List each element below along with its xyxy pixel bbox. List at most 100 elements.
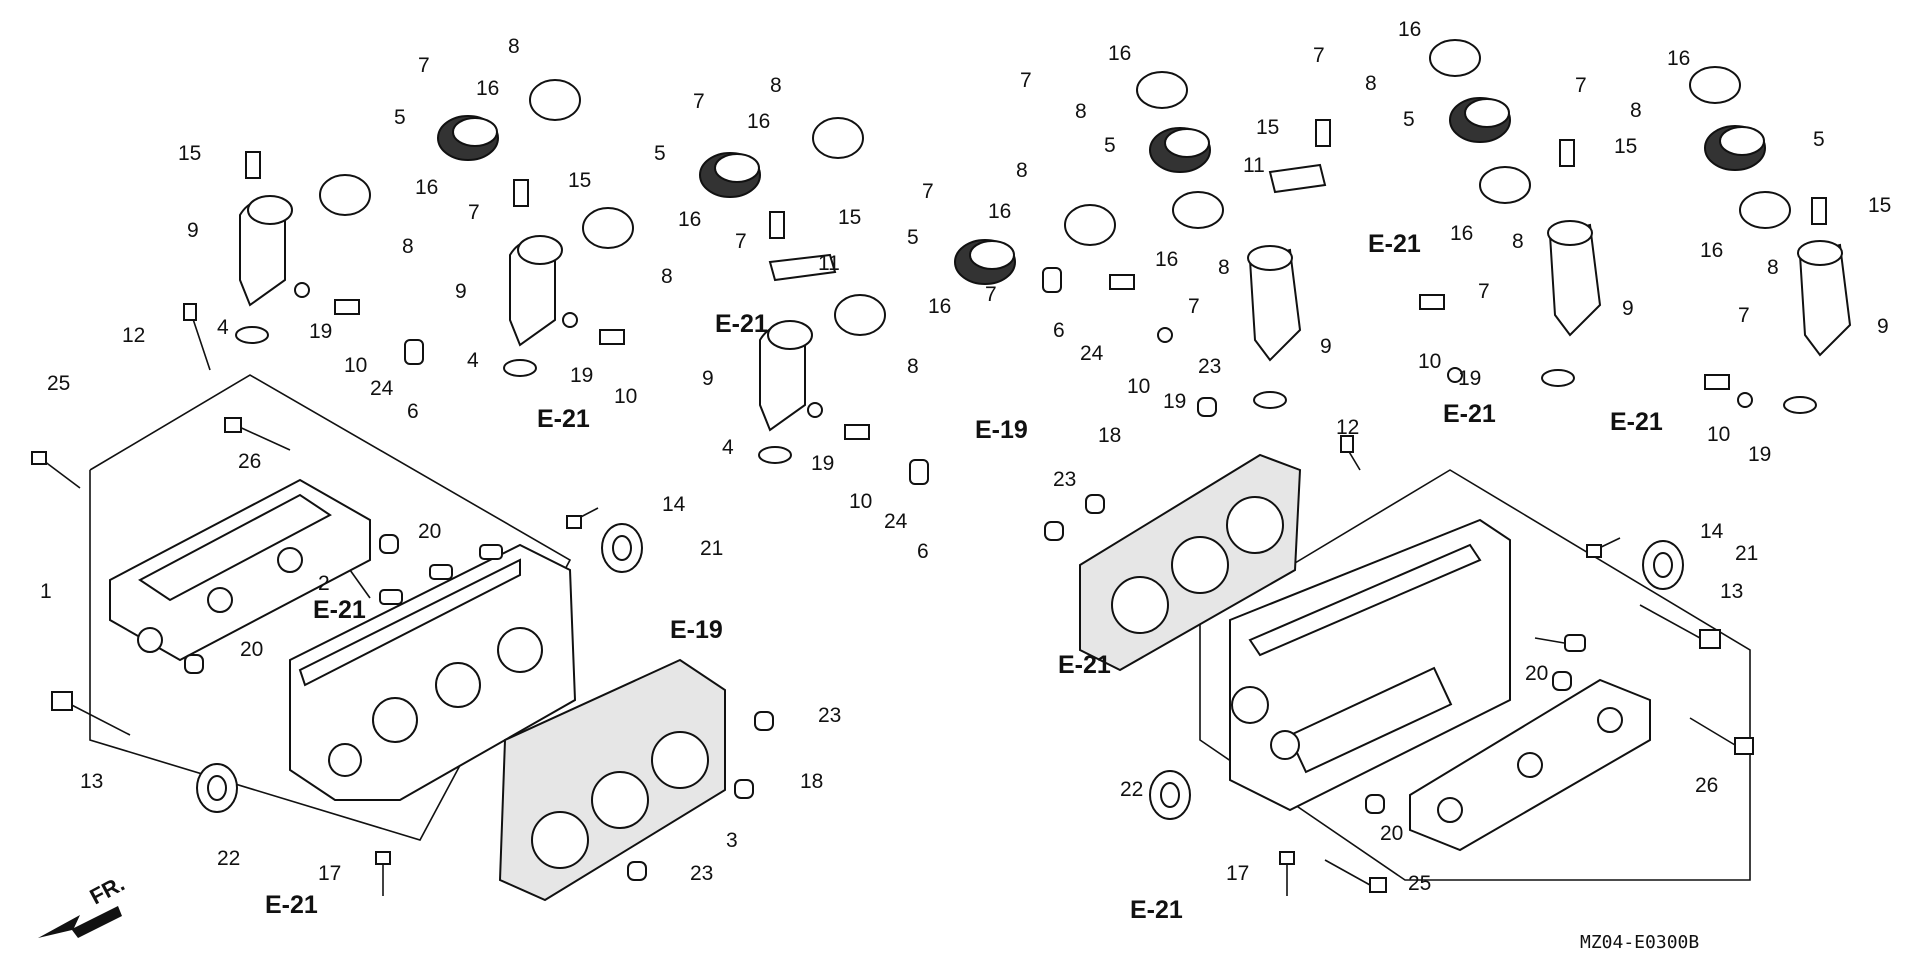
callout-7: 7 — [468, 201, 480, 224]
callout-25: 25 — [1408, 872, 1431, 895]
callout-16: 16 — [1108, 42, 1131, 65]
callout-20: 20 — [1525, 662, 1548, 685]
callout-10: 10 — [849, 490, 872, 513]
callout-9: 9 — [1320, 335, 1332, 358]
callout-9: 9 — [455, 280, 467, 303]
callout-7: 7 — [1313, 44, 1325, 67]
callout-20: 20 — [418, 520, 441, 543]
callout-19: 19 — [1458, 367, 1481, 390]
callout-7: 7 — [418, 54, 430, 77]
callout-25: 25 — [47, 372, 70, 395]
callout-17: 17 — [1226, 862, 1249, 885]
callout-10: 10 — [614, 385, 637, 408]
callout-10: 10 — [344, 354, 367, 377]
callout-22: 22 — [1120, 778, 1143, 801]
callout-8: 8 — [1218, 256, 1230, 279]
callout-22: 22 — [217, 847, 240, 870]
callout-16: 16 — [988, 200, 1011, 223]
reference-e-21: E-21 — [313, 596, 366, 624]
callout-5: 5 — [1104, 134, 1116, 157]
reference-e-21: E-21 — [1443, 400, 1496, 428]
callout-15: 15 — [1868, 194, 1891, 217]
callout-7: 7 — [1188, 295, 1200, 318]
callout-16: 16 — [678, 208, 701, 231]
callout-7: 7 — [1478, 280, 1490, 303]
callout-6: 6 — [917, 540, 929, 563]
callout-8: 8 — [770, 74, 782, 97]
callout-23: 23 — [690, 862, 713, 885]
callout-23: 23 — [818, 704, 841, 727]
reference-e-21: E-21 — [265, 891, 318, 919]
front-label: FR. — [86, 871, 129, 910]
callout-15: 15 — [1256, 116, 1279, 139]
callout-6: 6 — [1053, 319, 1065, 342]
callout-21: 21 — [700, 537, 723, 560]
callout-9: 9 — [702, 367, 714, 390]
callout-8: 8 — [907, 355, 919, 378]
callout-15: 15 — [178, 142, 201, 165]
callout-7: 7 — [1575, 74, 1587, 97]
callout-8: 8 — [402, 235, 414, 258]
callout-12: 12 — [122, 324, 145, 347]
reference-e-19: E-19 — [975, 416, 1028, 444]
reference-e-21: E-21 — [1610, 408, 1663, 436]
callout-8: 8 — [1016, 159, 1028, 182]
callout-20: 20 — [1380, 822, 1403, 845]
callout-7: 7 — [693, 90, 705, 113]
callout-24: 24 — [1080, 342, 1104, 365]
callout-24: 24 — [370, 377, 394, 400]
callout-16: 16 — [1155, 248, 1178, 271]
callout-19: 19 — [1748, 443, 1771, 466]
callout-8: 8 — [1767, 256, 1779, 279]
callout-7: 7 — [922, 180, 934, 203]
callout-7: 7 — [1738, 304, 1750, 327]
callout-1: 1 — [40, 580, 52, 603]
left-assembly — [31, 79, 1116, 902]
drawing-code: MZ04-E0300B — [1580, 932, 1699, 953]
reference-e-21: E-21 — [715, 310, 768, 338]
callout-8: 8 — [508, 35, 520, 58]
callout-12: 12 — [1336, 416, 1359, 439]
callout-23: 23 — [1198, 355, 1221, 378]
callout-5: 5 — [1813, 128, 1825, 151]
callout-16: 16 — [747, 110, 770, 133]
callout-4: 4 — [722, 436, 734, 459]
reference-e-21: E-21 — [1368, 230, 1421, 258]
callout-9: 9 — [1622, 297, 1634, 320]
callout-21: 21 — [1735, 542, 1758, 565]
callout-10: 10 — [1127, 375, 1150, 398]
callout-11: 11 — [1243, 154, 1265, 177]
callout-5: 5 — [394, 106, 406, 129]
callout-26: 26 — [238, 450, 261, 473]
callout-3: 3 — [726, 829, 738, 852]
callout-19: 19 — [1163, 390, 1186, 413]
callout-19: 19 — [309, 320, 332, 343]
reference-e-19: E-19 — [670, 616, 723, 644]
callout-15: 15 — [1614, 135, 1637, 158]
callout-18: 18 — [1098, 424, 1121, 447]
callout-19: 19 — [811, 452, 834, 475]
callout-14: 14 — [1700, 520, 1724, 543]
callout-8: 8 — [1075, 100, 1087, 123]
callout-16: 16 — [1450, 222, 1473, 245]
callout-5: 5 — [907, 226, 919, 249]
callout-4: 4 — [217, 316, 229, 339]
callout-16: 16 — [1398, 18, 1421, 41]
callout-8: 8 — [1365, 72, 1377, 95]
callout-2: 2 — [318, 572, 330, 595]
callout-20: 20 — [240, 638, 263, 661]
callout-23: 23 — [1053, 468, 1076, 491]
callout-8: 8 — [1630, 99, 1642, 122]
reference-e-21: E-21 — [1130, 896, 1183, 924]
callout-11: 11 — [818, 252, 840, 275]
callout-26: 26 — [1695, 774, 1718, 797]
callout-16: 16 — [928, 295, 951, 318]
callout-10: 10 — [1707, 423, 1730, 446]
callout-7: 7 — [985, 283, 997, 306]
callout-16: 16 — [1700, 239, 1723, 262]
callout-10: 10 — [1418, 350, 1441, 373]
callout-15: 15 — [838, 206, 861, 229]
reference-e-21: E-21 — [537, 405, 590, 433]
